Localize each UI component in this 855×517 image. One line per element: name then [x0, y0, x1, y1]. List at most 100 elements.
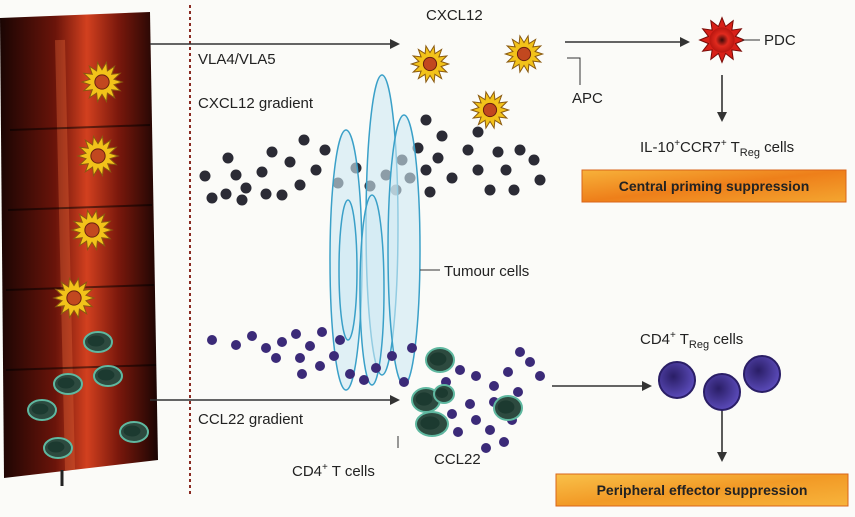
tumour-cells-label: Tumour cells [444, 263, 529, 280]
ccl22-dot [499, 437, 509, 447]
cxcl12-dot [424, 186, 436, 198]
cxcl12-dot [260, 188, 272, 200]
cd4-t-cell-group [411, 347, 523, 437]
cxcl12-dot [492, 146, 504, 158]
ccl22-dot [503, 367, 513, 377]
cd4-t-cell [433, 384, 455, 404]
vessel-t-cell [119, 421, 149, 443]
cxcl12-dot [266, 146, 278, 158]
cd4-t-cell [425, 347, 455, 373]
ccl22-dot [261, 343, 271, 353]
ccl22-dot [453, 427, 463, 437]
treg-cell [743, 355, 781, 393]
cxcl12-dot [432, 152, 444, 164]
pdc-label: PDC [764, 32, 796, 49]
vessel-apc-cell [52, 276, 96, 320]
apc-cell [409, 44, 451, 84]
arrows [150, 37, 727, 462]
ccl22-dot [317, 327, 327, 337]
ccl22-dot [465, 399, 475, 409]
cxcl12-dot [484, 184, 496, 196]
cxcl12-dot [534, 174, 546, 186]
treg-cell [658, 361, 696, 399]
vessel-t-cell [83, 331, 113, 353]
treg-cell-group [658, 355, 781, 411]
vessel-apc-cell [70, 208, 114, 252]
ccl22-dot [447, 409, 457, 419]
ccl22-dot [399, 377, 409, 387]
cxcl12-dot [508, 184, 520, 196]
cd4-treg-label: CD4+ TReg cells [640, 330, 743, 351]
cxcl12-dot [462, 144, 474, 156]
ccl22-dot [489, 381, 499, 391]
cxcl12-dot [472, 126, 484, 138]
ccl22-dot [247, 331, 257, 341]
tumour-cell [338, 199, 358, 341]
ccl22-chemokine-dots [207, 327, 545, 453]
vessel-apc-cell [80, 60, 124, 104]
ccl22-dot [295, 353, 305, 363]
treg-cell [703, 373, 741, 411]
ccl22-dot [387, 351, 397, 361]
vessel-t-cell [43, 437, 73, 459]
cxcl12-gradient-label: CXCL12 gradient [198, 95, 314, 112]
ccl22-dot [345, 369, 355, 379]
ccl22-dot [471, 415, 481, 425]
pdc-cell [698, 16, 746, 64]
peripheral-effector-box: Peripheral effector suppression [555, 473, 849, 507]
ccl22-dot [277, 337, 287, 347]
cxcl12-dot [310, 164, 322, 176]
cxcl12-dot [206, 192, 218, 204]
ccl22-dot [371, 363, 381, 373]
cd4-t-cell [415, 411, 449, 437]
cxcl12-dot [236, 194, 248, 206]
ccl22-label: CCL22 [434, 451, 481, 468]
vessel-t-cell [27, 399, 57, 421]
apc-label: APC [572, 90, 603, 107]
apc-cluster [409, 34, 545, 130]
cxcl12-dot [199, 170, 211, 182]
cxcl12-dot [420, 164, 432, 176]
cxcl12-dot [294, 179, 306, 191]
ccl22-dot [271, 353, 281, 363]
cxcl12-dot [256, 166, 268, 178]
ccl22-dot [513, 387, 523, 397]
ccl22-dot [407, 343, 417, 353]
cxcl12-dot [528, 154, 540, 166]
svg-text:Peripheral effector suppressio: Peripheral effector suppression [597, 482, 808, 498]
cxcl12-dot [514, 144, 526, 156]
vessel-apc-group [52, 60, 124, 320]
ccl22-dot [207, 335, 217, 345]
ccl22-dot [481, 443, 491, 453]
cxcl12-dot [230, 169, 242, 181]
ccl22-dot [329, 351, 339, 361]
apc-cell [503, 34, 545, 74]
cxcl12-dot [220, 188, 232, 200]
cxcl12-label: CXCL12 [426, 7, 483, 24]
ccl22-dot [515, 347, 525, 357]
cxcl12-dot [319, 144, 331, 156]
ccl22-dot [291, 329, 301, 339]
ccl22-dot [297, 369, 307, 379]
ccl22-dot [305, 341, 315, 351]
cxcl12-dot [240, 182, 252, 194]
cxcl12-dot [284, 156, 296, 168]
cxcl12-dot [446, 172, 458, 184]
cxcl12-dot [500, 164, 512, 176]
vessel-apc-cell [76, 134, 120, 178]
blood-vessel [0, 12, 158, 486]
vessel-tcell-group [27, 331, 149, 459]
cxcl12-dot [222, 152, 234, 164]
ccl22-dot [485, 425, 495, 435]
central-priming-box: Central priming suppression [581, 169, 847, 203]
cxcl12-dot [420, 114, 432, 126]
cxcl12-dot [298, 134, 310, 146]
cd4-t-cell [493, 395, 523, 421]
cd4-t-cells-label: CD4+ T cells [292, 462, 375, 480]
ccl22-dot [455, 365, 465, 375]
ccl22-dot [471, 371, 481, 381]
cxcl12-dot [276, 189, 288, 201]
svg-text:Central priming suppression: Central priming suppression [619, 178, 810, 194]
ccl22-dot [525, 357, 535, 367]
